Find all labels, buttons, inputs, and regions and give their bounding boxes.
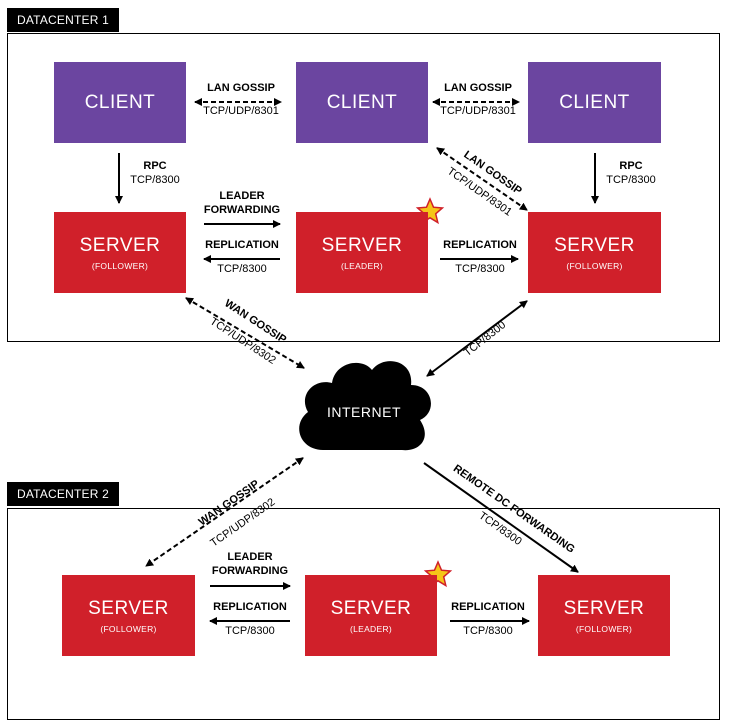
- server-role: (LEADER): [349, 623, 393, 634]
- internet-cloud: [299, 361, 431, 451]
- replication-port: TCP/8300: [225, 625, 275, 637]
- client-title: CLIENT: [326, 91, 398, 113]
- dc2-replication-left-label: REPLICATION TCP/8300: [204, 600, 296, 638]
- replication-title: REPLICATION: [443, 239, 517, 251]
- datacenter-2-frame: [7, 508, 720, 720]
- leader-forwarding-line-2: FORWARDING: [211, 565, 289, 577]
- replication-title: REPLICATION: [213, 601, 287, 613]
- server-title: SERVER: [79, 234, 161, 256]
- server-role: (FOLLOWER): [91, 260, 149, 271]
- dc2-replication-right-label: REPLICATION TCP/8300: [442, 600, 534, 638]
- replication-port: TCP/8300: [455, 263, 505, 275]
- internet-label: INTERNET: [327, 404, 401, 420]
- dc1-client-center: CLIENT: [296, 62, 428, 143]
- client-title: CLIENT: [559, 91, 630, 113]
- dc1-replication-right-label: REPLICATION TCP/8300: [434, 238, 526, 276]
- dc1-wan-gossip-arrow: [185, 297, 305, 369]
- lan-gossip-label-1: LAN GOSSIP TCP/UDP/8301: [196, 81, 286, 118]
- dc2-server-follower-left: SERVER (FOLLOWER): [62, 575, 195, 656]
- rpc-label-right: RPC TCP/8300: [600, 159, 662, 187]
- server-title: SERVER: [330, 597, 412, 619]
- remote-dc-forwarding-arrow: [423, 462, 579, 573]
- lan-gossip-title: LAN GOSSIP: [444, 82, 512, 94]
- datacenter-1-frame: [7, 33, 720, 342]
- dc1-client-left: CLIENT: [54, 62, 186, 143]
- lan-gossip-label-2: LAN GOSSIP TCP/UDP/8301: [430, 81, 526, 118]
- dc1-leader-forwarding-label: LEADER FORWARDING: [196, 189, 288, 217]
- datacenter-2-tab: DATACENTER 2: [7, 482, 119, 506]
- dc2-server-leader: SERVER (LEADER): [305, 575, 437, 656]
- dc1-internet-tcp-arrow: [426, 300, 528, 377]
- datacenter-1-tab: DATACENTER 1: [7, 8, 119, 32]
- rpc-port: TCP/8300: [606, 174, 656, 186]
- server-role: (FOLLOWER): [575, 623, 633, 634]
- replication-title: REPLICATION: [205, 239, 279, 251]
- lan-gossip-port: TCP/UDP/8301: [440, 105, 516, 117]
- replication-port: TCP/8300: [463, 625, 513, 637]
- leader-forwarding-line-2: FORWARDING: [203, 204, 281, 216]
- server-role: (FOLLOWER): [100, 623, 157, 634]
- dc2-server-follower-right: SERVER (FOLLOWER): [538, 575, 670, 656]
- rpc-label-left: RPC TCP/8300: [124, 159, 186, 187]
- dc2-leader-forwarding-label: LEADER FORWARDING: [204, 550, 296, 578]
- lan-gossip-diagonal-arrow: [436, 147, 528, 211]
- server-title: SERVER: [563, 597, 645, 619]
- dc1-client-right: CLIENT: [528, 62, 661, 143]
- replication-port: TCP/8300: [217, 263, 267, 275]
- leader-forwarding-line-1: LEADER: [227, 551, 273, 563]
- leader-forwarding-line-1: LEADER: [219, 190, 265, 202]
- server-title: SERVER: [554, 234, 635, 256]
- server-title: SERVER: [321, 234, 403, 256]
- server-title: SERVER: [88, 597, 169, 619]
- dc1-server-follower-right: SERVER (FOLLOWER): [528, 212, 661, 293]
- dc1-replication-left-label: REPLICATION TCP/8300: [196, 238, 288, 276]
- server-role: (LEADER): [340, 260, 384, 271]
- dc1-server-leader: SERVER (LEADER): [296, 212, 428, 293]
- client-title: CLIENT: [84, 91, 156, 113]
- lan-gossip-title: LAN GOSSIP: [207, 82, 275, 94]
- replication-title: REPLICATION: [451, 601, 525, 613]
- server-role: (FOLLOWER): [566, 260, 623, 271]
- rpc-title: RPC: [619, 160, 643, 172]
- rpc-title: RPC: [143, 160, 167, 172]
- rpc-port: TCP/8300: [130, 174, 180, 186]
- lan-gossip-port: TCP/UDP/8301: [203, 105, 279, 117]
- dc1-server-follower-left: SERVER (FOLLOWER): [54, 212, 186, 293]
